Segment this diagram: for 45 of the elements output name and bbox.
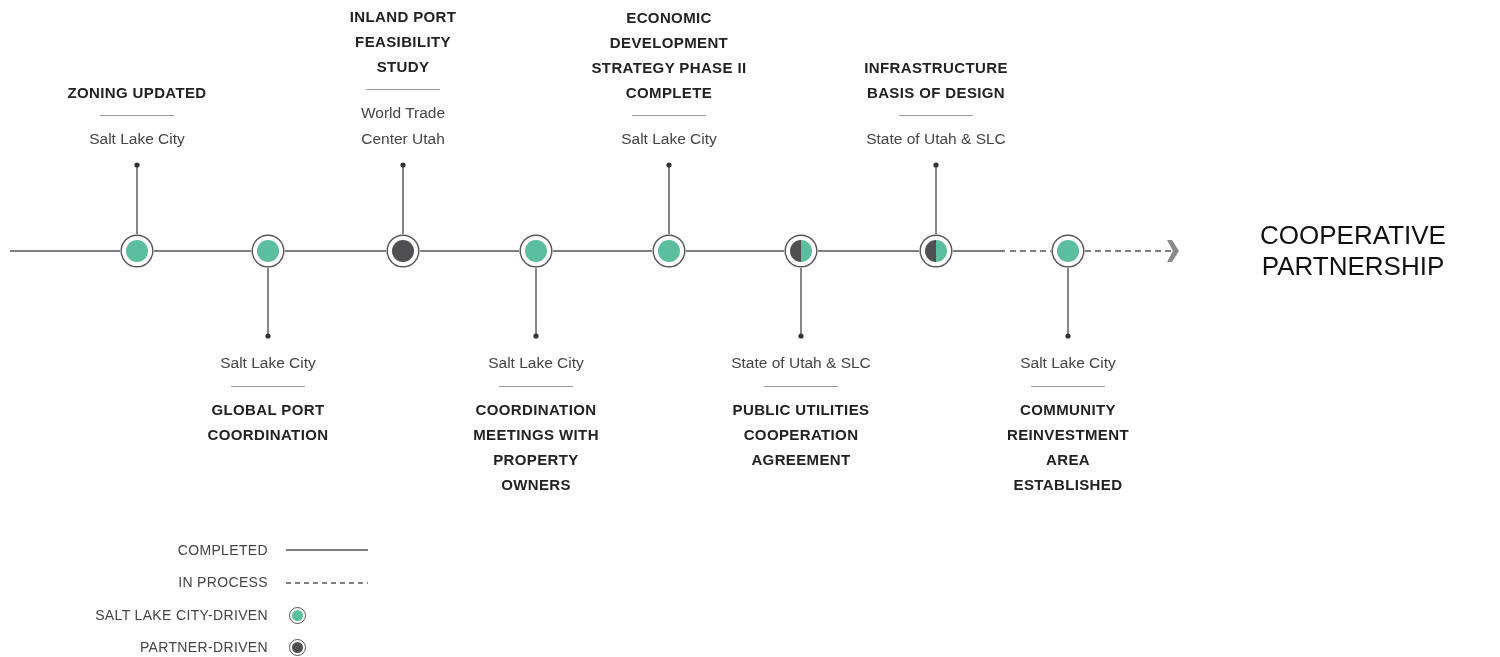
milestone-circle	[251, 234, 285, 268]
milestone-title: COORDINATION MEETINGS WITH PROPERTY OWNERS	[472, 400, 600, 495]
milestone-agency: Salt Lake City	[488, 353, 584, 373]
timeline-line	[153, 250, 252, 252]
legend-label: SALT LAKE CITY-DRIVEN	[94, 605, 268, 625]
milestone-circle	[652, 234, 686, 268]
milestone-circle	[919, 234, 953, 268]
legend-label: PARTNER-DRIVEN	[138, 638, 268, 657]
milestone-circle	[519, 234, 553, 268]
outcome-label: COOPERATIVE PARTNERSHIP	[1178, 209, 1500, 293]
timeline-line	[1084, 240, 1179, 262]
milestone-agency: World Trade Center Utah	[359, 103, 447, 149]
leader-line	[1065, 267, 1071, 339]
legend-label: IN PROCESS	[177, 573, 268, 593]
milestone-agency: Salt Lake City	[220, 353, 316, 373]
milestone-title: ZONING UPDATED	[67, 83, 207, 103]
milestone-title: ECONOMIC DEVELOPMENT STRATEGY PHASE II COMPLETE	[590, 8, 748, 103]
milestone-circle	[1051, 234, 1085, 268]
milestone-title: PUBLIC UTILITIES COOPERATION AGREEMENT	[731, 400, 871, 470]
milestone-agency: Salt Lake City	[621, 129, 717, 149]
milestone-circle	[386, 234, 420, 268]
milestone-title: COMMUNITY REINVESTMENT AREA ESTABLISHED	[1006, 400, 1130, 495]
timeline-line	[685, 250, 785, 252]
milestone-circle	[120, 234, 154, 268]
leader-line	[666, 162, 672, 235]
milestone-agency: Salt Lake City	[1020, 353, 1116, 373]
leader-line	[533, 267, 539, 339]
timeline-line	[419, 250, 520, 252]
leader-line	[400, 162, 406, 235]
milestone-circle	[784, 234, 818, 268]
leader-line	[134, 162, 140, 235]
milestone-agency: State of Utah & SLC	[866, 129, 1006, 149]
timeline-line	[552, 250, 653, 252]
leader-line	[265, 267, 271, 339]
milestone-title: INFRASTRUCTURE BASIS OF DESIGN	[863, 58, 1009, 103]
milestone-agency: Salt Lake City	[89, 129, 185, 149]
leader-line	[933, 162, 939, 235]
milestone-title: INLAND PORT FEASIBILITY STUDY	[348, 7, 458, 77]
timeline-line	[817, 250, 920, 252]
milestone-title: GLOBAL PORT COORDINATION	[206, 400, 330, 445]
milestone-agency: State of Utah & SLC	[731, 353, 871, 373]
timeline-line	[9, 250, 121, 252]
timeline-line	[284, 250, 387, 252]
legend-label: COMPLETED	[176, 540, 268, 560]
leader-line	[798, 267, 804, 339]
